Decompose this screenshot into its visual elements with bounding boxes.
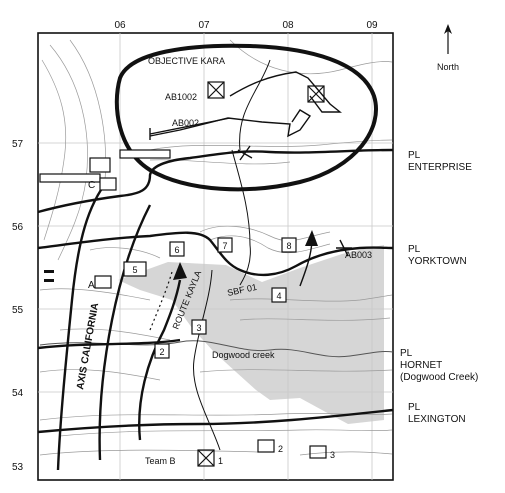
- checkpoint-label: 7: [222, 241, 227, 251]
- pl-prefix: PL: [400, 348, 413, 359]
- engagement-area: [118, 245, 384, 424]
- pl-hornet-label: PL HORNET (Dogwood Creek): [400, 348, 478, 383]
- pl-enterprise-label: PL ENTERPRISE: [408, 150, 472, 173]
- objective-label: OBJECTIVE KARA: [148, 56, 225, 66]
- sbf-arrowhead: [305, 230, 318, 246]
- pl-lexington-line: [37, 408, 394, 434]
- checkpoint-label: 4: [276, 291, 281, 301]
- easting-label: 09: [366, 20, 378, 31]
- unit-label: C: [88, 180, 95, 191]
- battle-position-label: AB003: [345, 250, 372, 260]
- unit-blocks: [39, 149, 171, 289]
- pl-enterprise-line: [37, 148, 394, 214]
- ab002-arrow: [149, 109, 312, 138]
- unit-label: 1: [218, 456, 223, 466]
- battle-position-label: AB002: [172, 118, 199, 128]
- easting-label: 07: [198, 20, 210, 31]
- grid-lines: [38, 33, 393, 480]
- axis-california-label: AXIS CALIFORNIA: [75, 302, 101, 390]
- unit-symbols: [197, 81, 327, 467]
- checkpoint-label: 2: [159, 347, 164, 357]
- north-label: North: [437, 62, 459, 72]
- pl-yorktown-line: [37, 231, 394, 277]
- creek-label: Dogwood creek: [212, 350, 275, 360]
- easting-label: 06: [114, 20, 126, 31]
- pl-hornet-line: [37, 338, 181, 350]
- phase-lines: [37, 148, 394, 434]
- pl-yorktown-label: PL YORKTOWN: [408, 244, 467, 267]
- objective-kara-boundary: [114, 43, 378, 192]
- checkpoint-label: 3: [196, 323, 201, 333]
- pl-prefix: PL: [408, 150, 421, 161]
- pl-name: HORNET: [400, 360, 442, 371]
- pl-name: LEXINGTON: [408, 414, 466, 425]
- unit-label: 3: [330, 450, 335, 460]
- route-kayla-arrowhead: [173, 262, 187, 280]
- axis-california-arrow: [56, 179, 182, 471]
- pl-name: ENTERPRISE: [408, 162, 472, 173]
- northing-label: 57: [12, 139, 24, 150]
- battle-position-label: AB1002: [165, 92, 197, 102]
- map-frame: [37, 32, 394, 481]
- checkpoint-label: 5: [132, 265, 137, 275]
- pl-lexington-label: PL LEXINGTON: [408, 402, 466, 425]
- north-arrow-icon: [444, 24, 452, 54]
- checkpoint-label: 6: [174, 245, 179, 255]
- northing-label: 54: [12, 388, 24, 399]
- pl-prefix: PL: [408, 244, 421, 255]
- obstacle-crosses: [237, 145, 352, 257]
- unit-label: 2: [278, 444, 283, 454]
- pl-name: YORKTOWN: [408, 256, 467, 267]
- northing-label: 55: [12, 305, 24, 316]
- attack-arrow-east: [229, 71, 342, 113]
- route-kayla-path: [149, 271, 173, 331]
- pl-prefix: PL: [408, 402, 421, 413]
- unit-label: A: [88, 280, 95, 291]
- easting-label: 08: [282, 20, 294, 31]
- unit-label: Team B: [145, 456, 176, 466]
- northing-label: 53: [12, 462, 24, 473]
- boundary-marker-icon: [44, 270, 54, 282]
- checkpoint-boxes: [123, 237, 297, 359]
- northing-label: 56: [12, 222, 24, 233]
- checkpoint-label: 8: [286, 241, 291, 251]
- ab002-position: [149, 117, 231, 140]
- contour-lines: [39, 39, 393, 456]
- pl-note: (Dogwood Creek): [400, 372, 478, 383]
